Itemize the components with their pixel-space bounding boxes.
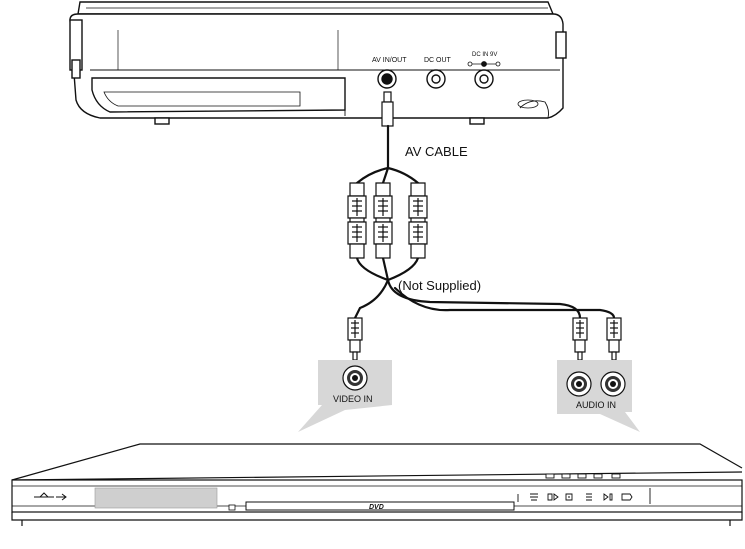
av-cable-label: AV CABLE — [405, 144, 468, 159]
rca-coupler-left — [347, 182, 367, 259]
home-dvd-player — [11, 443, 743, 526]
av-in-out-jack — [377, 69, 397, 89]
disc-tray — [245, 501, 515, 511]
dc-out-jack — [426, 69, 446, 89]
control-button — [577, 473, 587, 479]
audio-in-right-jack — [600, 371, 626, 397]
audio-in-label: AUDIO IN — [576, 400, 616, 410]
video-in-label: VIDEO IN — [333, 394, 373, 404]
portable-dvd-player — [69, 1, 567, 125]
control-button — [611, 473, 621, 479]
control-button — [593, 473, 603, 479]
front-display-window — [94, 487, 218, 509]
dc-out-port-label: DC OUT — [424, 57, 452, 64]
audio-in-left-jack — [566, 371, 592, 397]
rca-coupler-right — [408, 182, 428, 259]
rca-plug-audio-left — [572, 317, 588, 361]
not-supplied-note: (Not Supplied) — [398, 278, 481, 293]
dc-in-jack — [467, 61, 501, 89]
rca-plug-video — [347, 317, 363, 361]
dc-in-port-label: DC IN 9V — [472, 52, 497, 58]
control-button — [545, 473, 555, 479]
video-in-jack — [342, 365, 368, 391]
remote-sensor — [228, 504, 236, 511]
power-icon — [34, 492, 67, 501]
rca-coupler-middle — [373, 182, 393, 259]
video-in-panel: VIDEO IN — [298, 360, 392, 432]
control-button-icons — [517, 488, 651, 504]
audio-in-panel: AUDIO IN — [557, 360, 640, 432]
control-buttons — [545, 473, 621, 479]
av-in-out-port-label: AV IN/OUT — [372, 57, 407, 64]
av-cable — [353, 91, 616, 320]
rca-plug-audio-right — [606, 317, 622, 361]
control-button — [561, 473, 571, 479]
disc-tray-label: DVD — [369, 504, 384, 511]
